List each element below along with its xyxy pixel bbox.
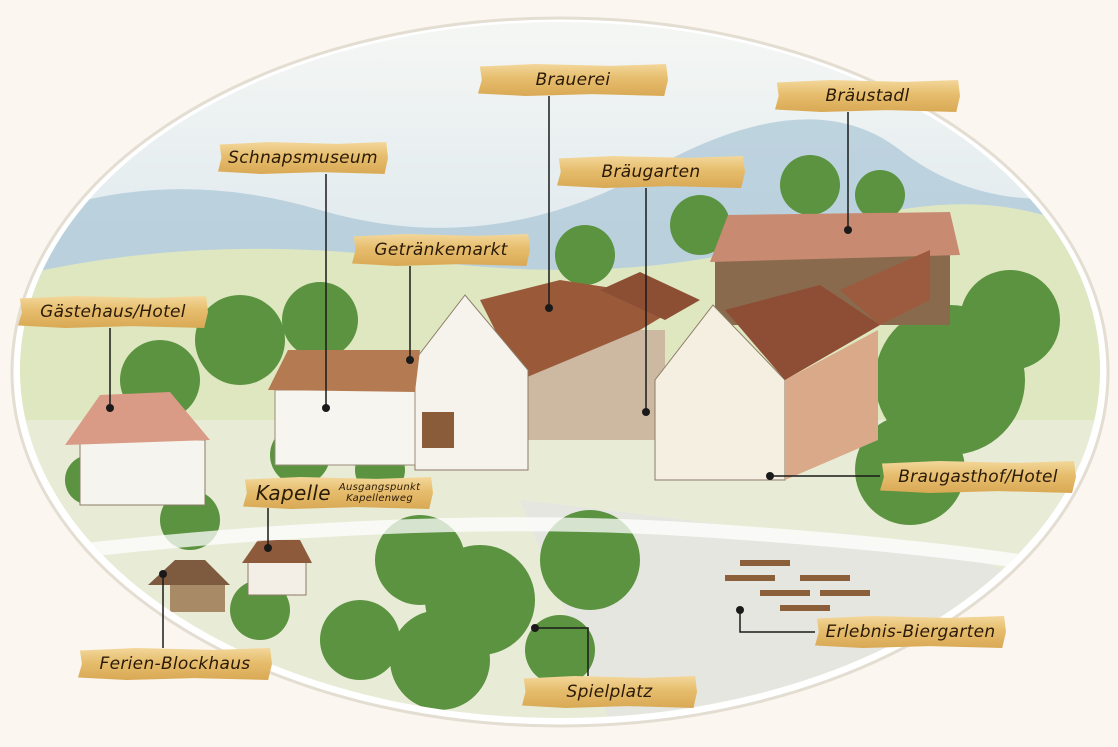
building-braugasthof: [654, 250, 930, 481]
label-braeustadl[interactable]: Bräustadl: [775, 80, 960, 112]
label-ferien-blockhaus[interactable]: Ferien-Blockhaus: [78, 648, 272, 680]
subtext-line-2: Kapellenweg: [346, 493, 414, 504]
trees: [65, 155, 1060, 710]
label-erlebnis-biergarten[interactable]: Erlebnis-Biergarten: [815, 616, 1006, 648]
label-text: Gästehaus/Hotel: [40, 302, 186, 322]
label-brauerei[interactable]: Brauerei: [478, 64, 668, 96]
label-text: Kapelle: [255, 481, 331, 505]
label-getraenkemarkt[interactable]: Getränkemarkt: [352, 234, 530, 266]
subtext-line-1: Ausgangspunkt: [338, 482, 421, 493]
label-text: Bräugarten: [601, 162, 701, 182]
light-swoosh: [20, 517, 1100, 587]
label-text: Braugasthof/Hotel: [898, 467, 1058, 487]
leader-lines: [109, 96, 880, 676]
label-spielplatz[interactable]: Spielplatz: [522, 676, 697, 708]
building-ferien-blockhaus: [148, 560, 230, 612]
label-schnapsmuseum[interactable]: Schnapsmuseum: [218, 142, 388, 174]
label-text: Erlebnis-Biergarten: [825, 622, 996, 642]
label-text: Schnapsmuseum: [228, 148, 378, 168]
location-dots: [106, 226, 852, 632]
building-gaestehaus: [65, 392, 210, 506]
label-text: Ferien-Blockhaus: [99, 654, 251, 674]
label-text: Spielplatz: [566, 682, 653, 702]
label-text: Brauerei: [535, 70, 611, 90]
building-brauerei: [480, 272, 700, 440]
label-braeugarten[interactable]: Bräugarten: [557, 156, 745, 188]
building-kapelle: [242, 540, 312, 596]
beer-tables: [725, 560, 870, 611]
building-schnapsmuseum: [268, 350, 420, 466]
label-braugasthof[interactable]: Braugasthof/Hotel: [880, 461, 1076, 493]
label-text: Getränkemarkt: [374, 240, 508, 260]
label-text: Bräustadl: [825, 86, 910, 106]
label-gaestehaus[interactable]: Gästehaus/Hotel: [18, 296, 208, 328]
